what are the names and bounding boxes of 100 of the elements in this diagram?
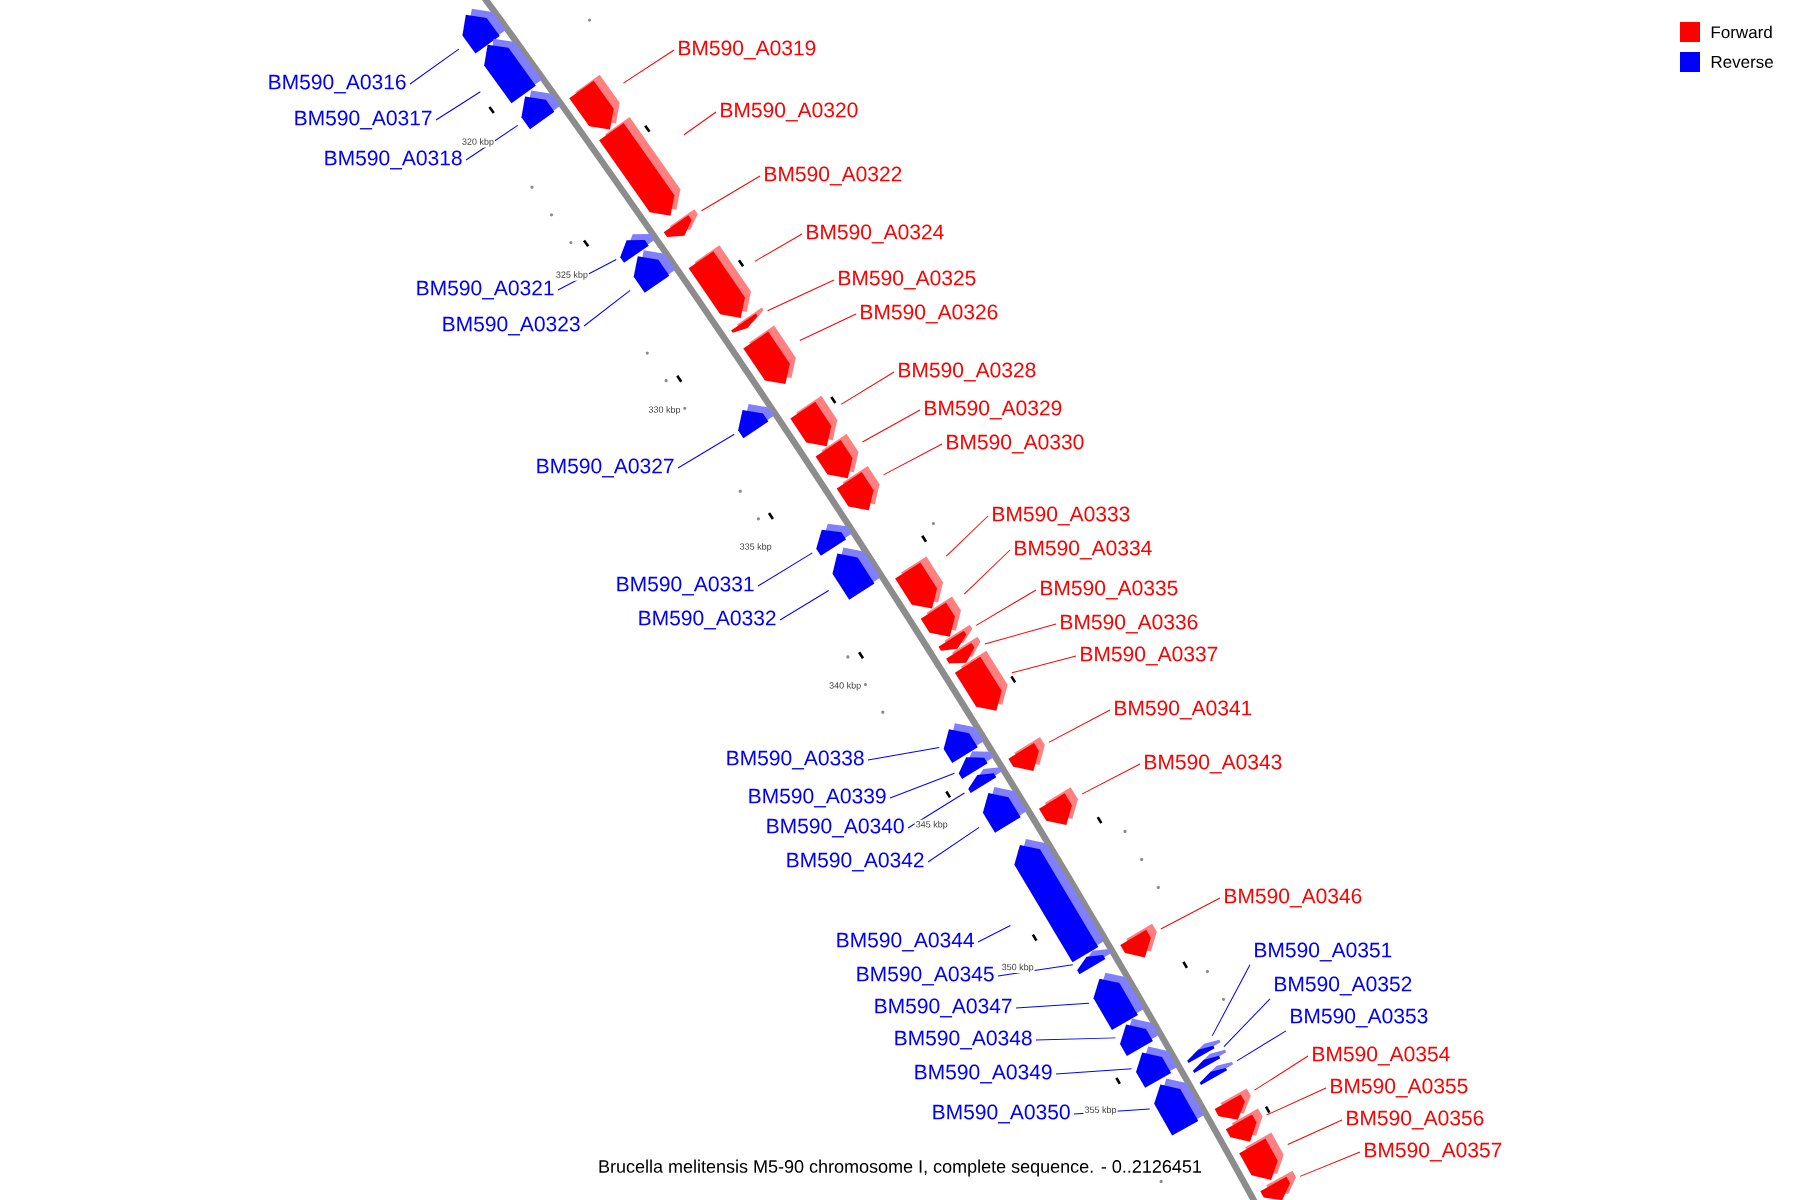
gene-label: BM590_A0323: [443, 316, 580, 336]
gene-arrow-block: [688, 245, 751, 318]
legend-label: Reverse: [1711, 56, 1773, 68]
gene-label: BM590_A0317: [295, 110, 432, 130]
leader-line: [889, 772, 955, 799]
gene-arrow-block: [738, 403, 775, 439]
leader-line: [701, 175, 761, 212]
leader-line: [677, 433, 735, 469]
leader-line: [945, 515, 989, 557]
gene-label: BM590_A0341: [1115, 700, 1252, 720]
leader-line: [1266, 1087, 1327, 1116]
gene-label: BM590_A0333: [993, 506, 1130, 526]
gene-label: BM590_A0324: [807, 224, 944, 244]
gene-label: BM590_A0327: [537, 458, 674, 478]
leader-line: [1211, 964, 1251, 1037]
gene-label: BM590_A0339: [749, 788, 886, 808]
gene-label: BM590_A0356: [1347, 1110, 1484, 1130]
gene-label: BM590_A0340: [767, 818, 904, 838]
gene-label: BM590_A0331: [617, 576, 754, 596]
leader-line: [1035, 1037, 1117, 1041]
leader-line: [1236, 1030, 1287, 1062]
gene-arrow-block: [836, 466, 880, 511]
gene-arrow-block: [982, 787, 1027, 833]
gene-label: BM590_A0334: [1015, 540, 1152, 560]
gene-arrow-block: [1008, 737, 1045, 771]
gene-arrow-block: [1214, 1088, 1251, 1120]
gene-label: BM590_A0355: [1331, 1078, 1468, 1098]
leader-line: [861, 409, 921, 443]
gene-arrow-block: [1038, 787, 1078, 826]
gene-label: BM590_A0357: [1365, 1142, 1502, 1162]
gene-label: BM590_A0335: [1041, 580, 1178, 600]
gene-label: BM590_A0322: [765, 166, 902, 186]
leader-line: [779, 590, 830, 621]
gene-arrow-block: [1260, 1170, 1297, 1200]
caption: Brucella melitensis M5-90 chromosome I, complete sequence. - 0..2126451: [599, 1159, 1201, 1177]
gene-label: BM590_A0351: [1255, 942, 1392, 962]
leader-line: [622, 49, 675, 84]
leader-line: [754, 233, 803, 262]
gene-arrow-block: [663, 209, 698, 238]
leader-line: [1160, 897, 1221, 930]
leader-line: [1223, 998, 1271, 1048]
gene-arrow-block: [1136, 1046, 1178, 1088]
leader-line: [883, 443, 943, 476]
leader-line: [799, 313, 857, 342]
gene-label: BM590_A0329: [925, 400, 1062, 420]
gene-arrow-block: [1014, 838, 1105, 963]
leader-line: [907, 792, 965, 829]
gene-label: BM590_A0316: [269, 74, 406, 94]
gene-label: BM590_A0330: [947, 434, 1084, 454]
leader-line: [1254, 1055, 1309, 1091]
gene-arrow-block: [1154, 1078, 1205, 1136]
gene-arrow-block: [599, 116, 681, 216]
leader-line: [557, 259, 617, 291]
gene-label: BM590_A0326: [861, 304, 998, 324]
leader-line: [1299, 1151, 1361, 1177]
gene-arrow-block: [832, 547, 881, 600]
leader-line: [435, 91, 481, 121]
gene-arrow-block: [743, 325, 796, 385]
gene-arrow-block: [1120, 1018, 1159, 1056]
leader-line: [997, 964, 1074, 977]
gene-arrow-block: [1077, 949, 1112, 975]
gene-label: BM590_A0328: [899, 362, 1036, 382]
leader-line: [409, 48, 460, 85]
gene-arrow-block: [1199, 1061, 1234, 1086]
gene-label: BM590_A0352: [1275, 976, 1412, 996]
gene-arrow-block: [1093, 972, 1144, 1031]
leader-line: [975, 589, 1037, 626]
gene-arrow-block: [484, 38, 542, 104]
gene-label: BM590_A0346: [1225, 888, 1362, 908]
gene-arrow-block: [816, 523, 853, 556]
gene-label: BM590_A0325: [839, 270, 976, 290]
leader-line: [977, 925, 1011, 943]
gene-arrow-block: [1225, 1108, 1263, 1142]
leader-line: [984, 623, 1057, 645]
leader-line: [1011, 655, 1077, 674]
gene-label: BM590_A0321: [417, 280, 554, 300]
leader-line: [1015, 1002, 1090, 1009]
leader-line: [867, 746, 940, 761]
leader-line: [1073, 1108, 1151, 1115]
gene-label: BM590_A0349: [915, 1064, 1052, 1084]
leader-line: [1287, 1119, 1343, 1145]
gene-label: BM590_A0344: [837, 932, 974, 952]
gene-label: BM590_A0353: [1291, 1008, 1428, 1028]
gene-label: BM590_A0332: [639, 610, 776, 630]
leader-line: [927, 826, 980, 863]
leader-line: [757, 552, 813, 587]
gene-arrow-block: [815, 433, 859, 479]
leader-line: [767, 279, 835, 312]
gene-label: BM590_A0354: [1313, 1046, 1450, 1066]
legend-label: Forward: [1711, 25, 1772, 39]
gene-label: BM590_A0318: [325, 150, 462, 170]
gene-arrow-block: [521, 90, 561, 130]
gene-label: BM590_A0337: [1081, 646, 1218, 666]
gene-arrow-block: [569, 74, 620, 130]
gene-label: BM590_A0343: [1145, 754, 1282, 774]
gene-label: BM590_A0336: [1061, 614, 1198, 634]
gene-label: BM590_A0345: [857, 966, 994, 986]
gene-label: BM590_A0338: [727, 750, 864, 770]
leader-line: [583, 289, 631, 327]
leader-line: [1055, 1068, 1133, 1075]
